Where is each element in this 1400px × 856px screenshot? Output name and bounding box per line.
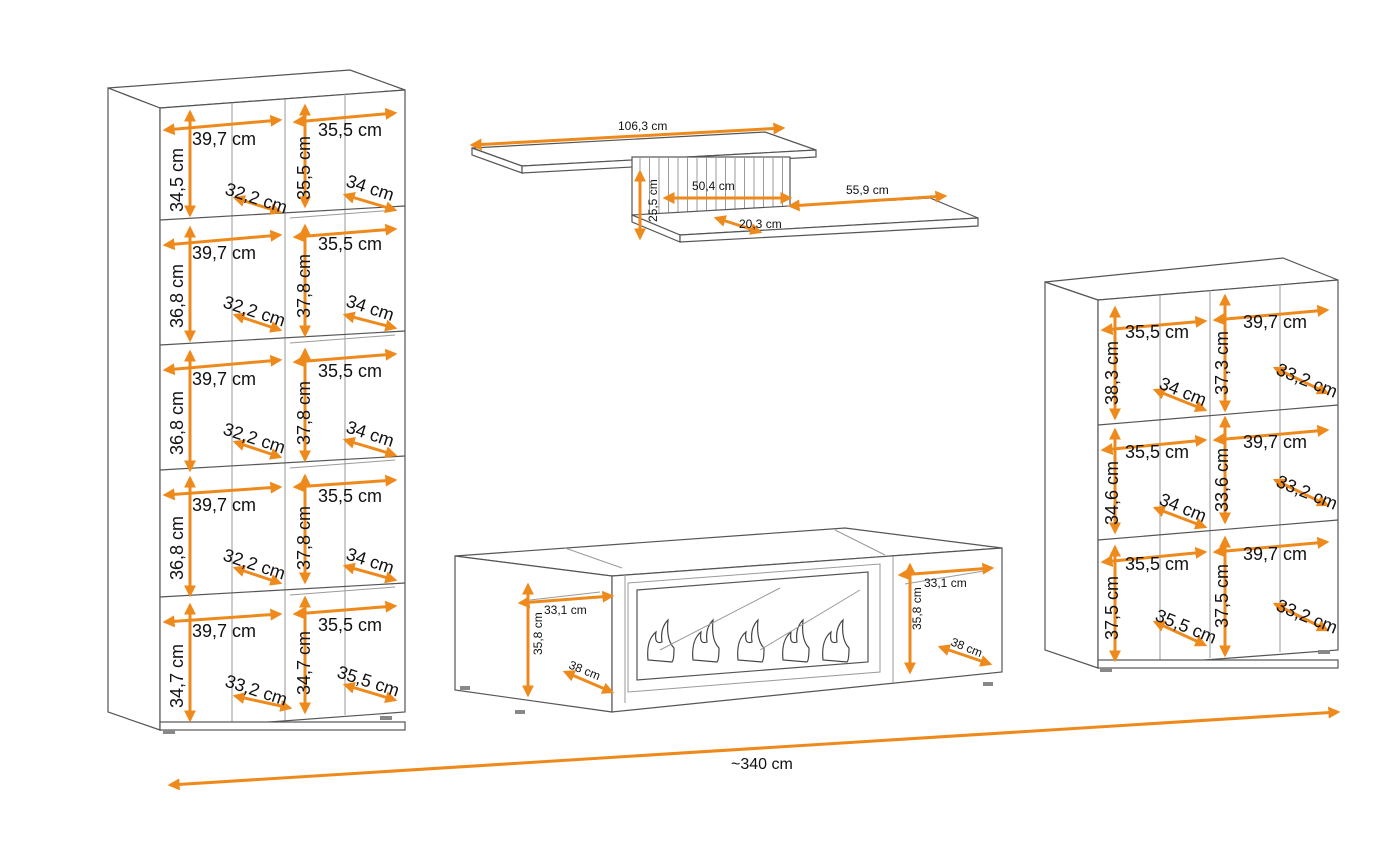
small-height-right-1: 37,3 cm bbox=[1212, 331, 1232, 395]
tall-width-2: 39,7 cm bbox=[192, 243, 256, 263]
tall-width-right-5: 35,5 cm bbox=[318, 615, 382, 635]
dimension-arrow bbox=[562, 670, 615, 694]
dimension-arrow bbox=[232, 195, 283, 215]
dimension-arrow bbox=[1212, 536, 1330, 558]
dimension-arrow bbox=[292, 107, 398, 128]
dimension-arrow bbox=[1272, 366, 1330, 395]
dimension-arrow bbox=[232, 439, 283, 460]
dimension-arrow bbox=[469, 122, 786, 151]
small-width-right-1: 39,7 cm bbox=[1243, 312, 1307, 332]
dimension-arrow bbox=[232, 312, 283, 333]
dimension-arrow bbox=[292, 474, 398, 493]
small-width-left-2: 35,5 cm bbox=[1125, 442, 1189, 462]
dimension-arrow bbox=[1272, 602, 1330, 632]
dimension-arrow bbox=[342, 311, 398, 332]
dimension-arrow bbox=[292, 223, 398, 243]
dimension-arrow bbox=[937, 644, 993, 667]
tall-shelf-edge bbox=[289, 586, 396, 596]
wall-height: 25,5 cm bbox=[646, 179, 660, 222]
dimension-arrow bbox=[342, 562, 398, 584]
tall-height-right-1: 35,5 cm bbox=[294, 136, 314, 200]
wall-lower-width: 55,9 cm bbox=[846, 183, 889, 197]
tall-shelf-edge bbox=[289, 334, 396, 344]
dimension-arrow bbox=[517, 590, 615, 609]
tall-height-right-2: 37,8 cm bbox=[294, 254, 314, 318]
small-height-right-2: 33,6 cm bbox=[1212, 448, 1232, 512]
small-width-right-3: 39,7 cm bbox=[1243, 544, 1307, 564]
dimension-arrow bbox=[342, 682, 398, 703]
tall-width-right-2: 35,5 cm bbox=[318, 234, 382, 254]
flame-icon bbox=[782, 618, 810, 663]
tall-shelf-edge bbox=[289, 459, 396, 469]
tall-height-left-1: 34,5 cm bbox=[167, 148, 187, 212]
tv-left-height: 35,8 cm bbox=[531, 612, 545, 655]
tall-width-5: 39,7 cm bbox=[192, 621, 256, 641]
small-width-right-2: 39,7 cm bbox=[1243, 432, 1307, 452]
total-width-label: ~340 cm bbox=[731, 756, 793, 773]
wall-top-width: 106,3 cm bbox=[618, 119, 667, 133]
tall-height-right-4: 37,8 cm bbox=[294, 506, 314, 570]
tall-height-left-2: 36,8 cm bbox=[167, 264, 187, 328]
tall-width-1: 39,7 cm bbox=[192, 129, 256, 149]
dimension-arrow bbox=[232, 692, 293, 712]
tall-shelf-board bbox=[159, 330, 406, 346]
dimension-arrow bbox=[292, 600, 398, 620]
tall-height-left-4: 36,8 cm bbox=[167, 516, 187, 580]
tall-width-right-3: 35,5 cm bbox=[318, 361, 382, 381]
flame-icon bbox=[737, 618, 765, 663]
tv-right-height: 35,8 cm bbox=[910, 587, 924, 630]
dimension-arrow bbox=[713, 215, 763, 235]
dimension-arrow bbox=[787, 190, 948, 212]
flame-icon bbox=[692, 618, 720, 663]
tall-shelf-board bbox=[159, 455, 406, 471]
tv-right-width: 33,1 cm bbox=[924, 576, 967, 590]
tall-shelf-board bbox=[159, 582, 406, 598]
dimension-arrow bbox=[167, 706, 1341, 791]
small-height-left-1: 38,3 cm bbox=[1102, 341, 1122, 405]
small-width-left-1: 35,5 cm bbox=[1125, 322, 1189, 342]
dimension-arrow bbox=[1152, 387, 1208, 413]
tv-left-width: 33,1 cm bbox=[544, 603, 587, 617]
tall-width-4: 39,7 cm bbox=[192, 495, 256, 515]
small-height-left-3: 37,5 cm bbox=[1102, 576, 1122, 640]
tall-height-left-5: 34,7 cm bbox=[167, 644, 187, 708]
small-height-right-3: 37,5 cm bbox=[1212, 564, 1232, 628]
tall-height-right-3: 37,8 cm bbox=[294, 381, 314, 445]
wall-panel-width: 50,4 cm bbox=[692, 179, 735, 193]
wall-depth: 20,3 cm bbox=[739, 217, 782, 231]
dimension-arrow bbox=[292, 348, 398, 368]
flame-icon bbox=[822, 618, 850, 663]
flame-icon bbox=[647, 618, 675, 663]
dimension-arrow bbox=[1152, 505, 1208, 530]
wall-shelf-labels: 106,3 cm 25,5 cm 50,4 cm 55,9 cm 20,3 cm bbox=[618, 119, 889, 231]
dimension-arrow bbox=[342, 192, 398, 213]
tall-height-left-3: 36,8 cm bbox=[167, 391, 187, 455]
tall-width-right-1: 35,5 cm bbox=[318, 120, 382, 140]
tall-width-right-4: 35,5 cm bbox=[318, 486, 382, 506]
dimension-arrow bbox=[1212, 304, 1330, 326]
small-height-left-2: 34,6 cm bbox=[1102, 461, 1122, 525]
tall-height-right-5: 34,7 cm bbox=[294, 631, 314, 695]
dimension-arrow bbox=[342, 437, 398, 458]
small-width-left-3: 35,5 cm bbox=[1125, 554, 1189, 574]
dimension-arrow bbox=[232, 565, 283, 586]
dimension-arrow bbox=[1152, 620, 1208, 647]
tall-width-3: 39,7 cm bbox=[192, 369, 256, 389]
dimension-arrow bbox=[1212, 424, 1330, 446]
dimension-arrow bbox=[1272, 478, 1330, 507]
